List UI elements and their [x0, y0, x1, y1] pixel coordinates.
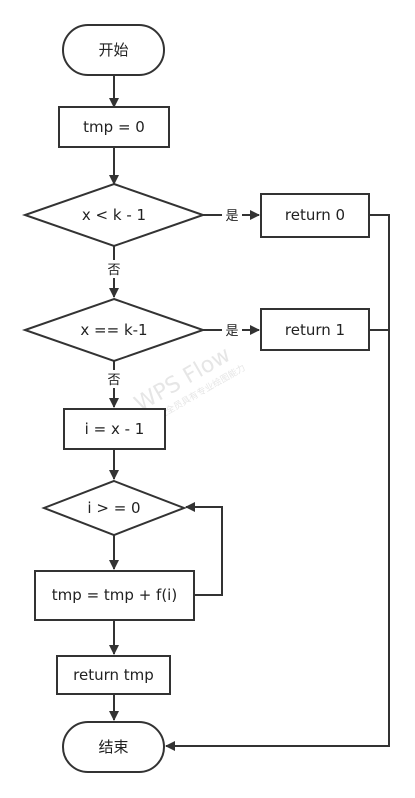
svg-text:return 1: return 1 — [285, 321, 345, 339]
edge-accum-loop-back — [185, 502, 223, 596]
svg-text:否: 否 — [107, 373, 120, 388]
edges: 是 否 是 否 — [104, 75, 390, 751]
node-init-i: i = x - 1 — [63, 408, 166, 450]
svg-text:i = x - 1: i = x - 1 — [85, 420, 145, 438]
node-end: 结束 — [62, 721, 165, 773]
svg-text:结束: 结束 — [98, 738, 128, 756]
node-init-tmp: tmp = 0 — [58, 106, 170, 148]
node-ret-tmp: return tmp — [56, 655, 171, 695]
edge-label-no-1: 否 — [104, 260, 124, 278]
svg-text:否: 否 — [107, 263, 120, 278]
svg-text:开始: 开始 — [98, 41, 128, 59]
node-accum: tmp = tmp + f(i) — [34, 570, 195, 621]
svg-text:tmp = tmp + f(i): tmp = tmp + f(i) — [52, 586, 177, 604]
nodes: 开始 tmp = 0 x < k - 1 return 0 x == k-1 r… — [21, 24, 370, 773]
svg-text:是: 是 — [225, 209, 238, 224]
svg-text:tmp = 0: tmp = 0 — [83, 118, 145, 136]
edge-label-no-2: 否 — [104, 370, 124, 388]
edge-label-yes-2: 是 — [222, 321, 242, 339]
svg-text:是: 是 — [225, 324, 238, 339]
svg-text:x == k-1: x == k-1 — [80, 321, 147, 339]
edge-label-yes-1: 是 — [222, 206, 242, 224]
node-cond-eq: x == k-1 — [21, 297, 207, 363]
node-ret1: return 1 — [260, 308, 370, 351]
svg-text:return 0: return 0 — [285, 206, 345, 224]
svg-text:i > = 0: i > = 0 — [87, 499, 140, 517]
node-start: 开始 — [62, 24, 165, 76]
node-cond-lt: x < k - 1 — [21, 182, 207, 248]
node-ret0: return 0 — [260, 193, 370, 238]
svg-text:x < k - 1: x < k - 1 — [82, 206, 146, 224]
edge-ret0-to-end — [165, 214, 390, 751]
svg-text:return tmp: return tmp — [73, 666, 154, 684]
node-cond-loop: i > = 0 — [41, 479, 187, 537]
